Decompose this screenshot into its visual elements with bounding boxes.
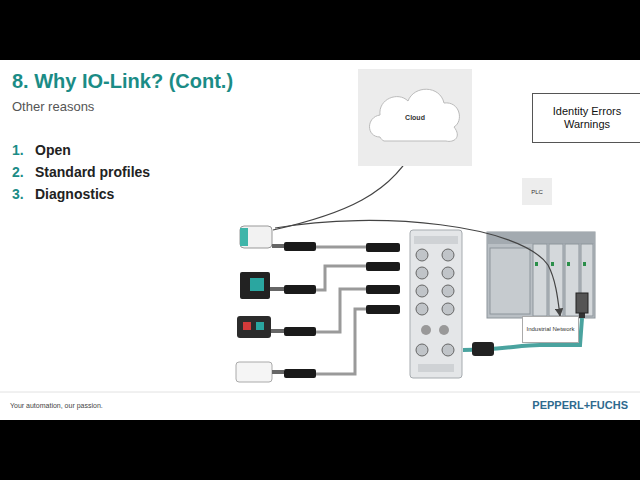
list-number: 2. [12,164,24,180]
list-item: Open [35,142,71,158]
plc-rack [487,232,595,318]
list-item: Diagnostics [35,186,114,202]
list-number: 3. [12,186,24,202]
node-text: Industrial Network [524,325,576,334]
slide-title: 8. Why IO-Link? (Cont.) [12,70,233,93]
footer-slogan: Your automation, our passion. [10,402,103,409]
network-box: Industrial Network [522,316,579,343]
node-text: Cloud [403,113,427,122]
cloud-panel: Cloud [358,69,472,166]
io-link-master [410,230,462,378]
subtitle: Other reasons [12,99,94,114]
node-text: Identity Errors Warnings [533,104,640,132]
sensors [236,226,284,382]
plc-box: PLC [522,178,552,205]
list-item: Standard profiles [35,164,150,180]
company-logo: PEPPERL+FUCHS [532,399,628,411]
info-box: Identity Errors Warnings [532,93,640,143]
list-number: 1. [12,142,24,158]
node-text: PLC [529,188,545,196]
